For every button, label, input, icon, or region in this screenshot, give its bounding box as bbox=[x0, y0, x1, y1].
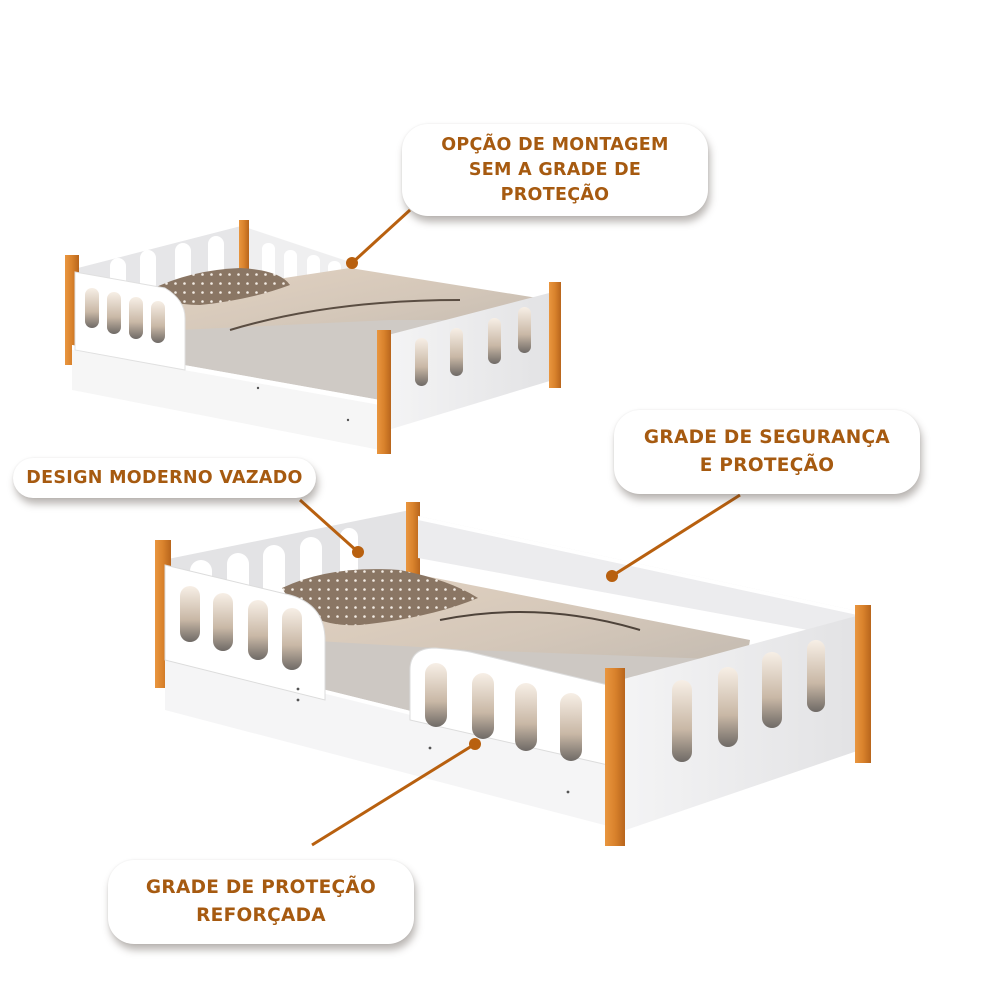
callout-text-line: DESIGN MODERNO VAZADO bbox=[26, 468, 303, 488]
callout-safety-rail: GRADE DE SEGURANÇA E PROTEÇÃO bbox=[614, 410, 920, 494]
pointer-seguranca bbox=[611, 493, 741, 578]
bed-bottom bbox=[155, 502, 871, 846]
pointer-design bbox=[298, 498, 360, 554]
callout-text-line: SEM A GRADE DE bbox=[468, 159, 642, 180]
callout-text-line: OPÇÃO DE MONTAGEM bbox=[441, 134, 669, 155]
callout-text-line: REFORÇADA bbox=[196, 905, 326, 926]
callout-text-line: E PROTEÇÃO bbox=[699, 455, 835, 476]
callout-reinforced-rail: GRADE DE PROTEÇÃO REFORÇADA bbox=[108, 860, 414, 944]
callout-pointers bbox=[298, 208, 741, 847]
pointer-montagem bbox=[350, 208, 412, 265]
pointer-dot-design bbox=[352, 546, 364, 558]
callout-text-line: PROTEÇÃO bbox=[500, 184, 610, 205]
callout-text-line: GRADE DE SEGURANÇA bbox=[643, 427, 891, 448]
callout-assembly-option: OPÇÃO DE MONTAGEM SEM A GRADE DE PROTEÇÃ… bbox=[402, 124, 708, 216]
pointer-dot-montagem bbox=[346, 257, 358, 269]
callout-modern-design: DESIGN MODERNO VAZADO bbox=[13, 458, 316, 498]
bed-top bbox=[65, 220, 561, 454]
pointer-reforcada bbox=[311, 742, 476, 847]
pointer-dot-reforcada bbox=[469, 738, 481, 750]
callout-text-line: GRADE DE PROTEÇÃO bbox=[145, 877, 377, 898]
pointer-dot-seguranca bbox=[606, 570, 618, 582]
